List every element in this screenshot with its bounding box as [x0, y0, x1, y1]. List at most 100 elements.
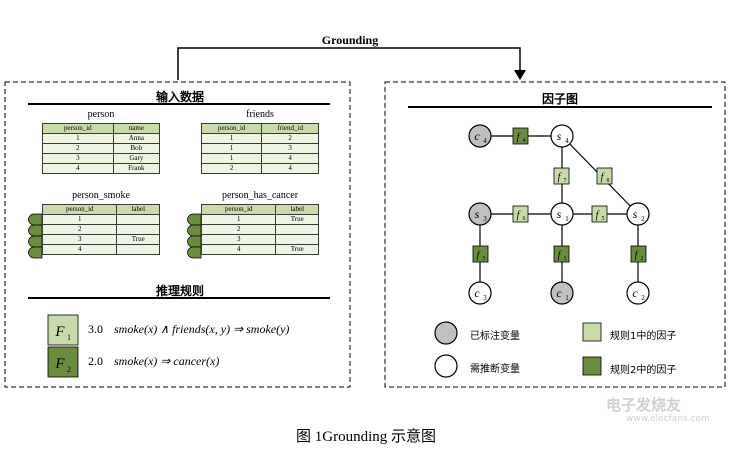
svg-text:7: 7	[564, 178, 567, 184]
rule-1-weight: 3.0	[88, 322, 103, 336]
table-cell: 4	[42, 163, 114, 174]
legend-rule1-label: 规则1中的因子	[610, 331, 677, 342]
svg-text:3: 3	[483, 294, 487, 302]
table-cell: 3	[41, 234, 118, 245]
svg-text:6: 6	[523, 216, 526, 222]
factor-graph-title: 因子图	[541, 92, 578, 106]
svg-text:s: s	[475, 207, 480, 221]
svg-text:f: f	[477, 250, 481, 261]
table-cell: Bob	[112, 143, 161, 154]
svg-text:c: c	[474, 129, 480, 143]
column-header: person_id	[42, 123, 114, 134]
svg-text:s: s	[557, 207, 562, 221]
legend-rule2-marker	[582, 356, 602, 376]
svg-text:F: F	[54, 324, 65, 340]
table-cell: True	[275, 214, 319, 225]
svg-text:3: 3	[483, 215, 487, 223]
svg-text:4: 4	[523, 138, 526, 144]
table-cell: True	[275, 244, 319, 255]
column-header: name	[112, 123, 161, 134]
svg-text:f: f	[596, 210, 600, 221]
table-row: 1	[41, 214, 160, 225]
svg-text:1: 1	[564, 256, 567, 262]
table-row: 2	[200, 224, 319, 235]
svg-text:F: F	[54, 356, 65, 372]
svg-text:c: c	[556, 286, 562, 300]
svg-text:2: 2	[641, 294, 645, 302]
column-header: label	[116, 204, 160, 215]
table-cell	[116, 224, 160, 235]
table-cell	[275, 234, 319, 245]
grounding-arrow-line	[177, 47, 521, 80]
table-cell: 3	[42, 153, 114, 164]
legend-inferred-label: 需推断变量	[470, 364, 520, 375]
svg-text:1: 1	[67, 333, 71, 342]
svg-text:f: f	[517, 132, 521, 143]
svg-text:1: 1	[565, 294, 569, 302]
table-cell: 2	[200, 224, 277, 235]
table-cell: 1	[200, 133, 263, 144]
legend-labeled-marker	[434, 321, 458, 345]
rules-title: 推理规则	[155, 284, 204, 298]
table-cell: 1	[41, 214, 118, 225]
table-cell: Frank	[112, 163, 161, 174]
grounding-label: Grounding	[321, 33, 379, 47]
table-cell	[116, 214, 160, 225]
table-name-person-has-cancer: person_has_cancer	[221, 190, 299, 201]
input-data-title: 输入数据	[155, 90, 204, 104]
grounding-arrowhead	[514, 70, 526, 80]
svg-text:2: 2	[641, 215, 645, 223]
table-cell: 3	[200, 234, 277, 245]
svg-text:s: s	[557, 129, 562, 143]
watermark-title: 电子发烧友	[606, 396, 682, 414]
svg-text:4: 4	[565, 137, 569, 145]
table-cell: 2	[41, 224, 118, 235]
table-cell: 4	[41, 244, 118, 255]
svg-text:f: f	[635, 250, 639, 261]
table-cell: 4	[200, 244, 277, 255]
legend-rule2-label: 规则2中的因子	[610, 365, 677, 376]
table-cell: 2	[200, 163, 263, 174]
table-cell: 1	[200, 214, 277, 225]
legend-labeled-label: 已标注变量	[470, 331, 520, 342]
svg-text:f: f	[601, 172, 605, 183]
table-name-person: person	[87, 109, 115, 120]
column-header: label	[275, 204, 319, 215]
legend-inferred-marker	[434, 354, 458, 378]
svg-text:f: f	[558, 172, 562, 183]
column-header: person_id	[200, 123, 263, 134]
svg-text:f: f	[517, 210, 521, 221]
factor-graph-panel-border	[384, 81, 726, 388]
table-cell: 4	[261, 153, 319, 164]
svg-text:4: 4	[483, 137, 487, 145]
table-cell: True	[116, 234, 160, 245]
